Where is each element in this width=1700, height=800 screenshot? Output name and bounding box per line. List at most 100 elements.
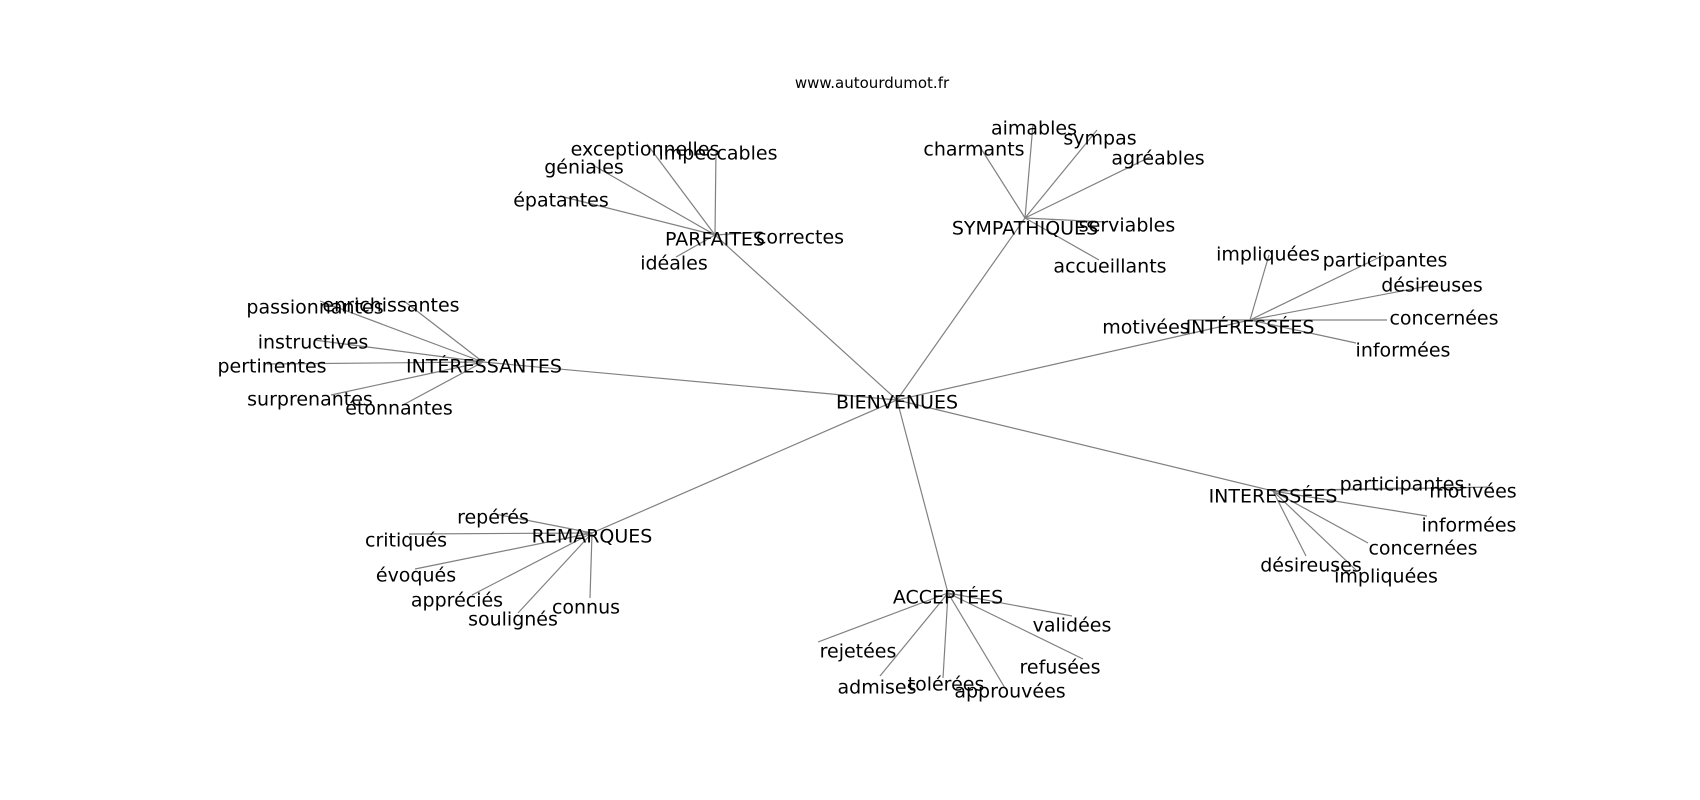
leaf-node-label: soulignés <box>468 609 558 631</box>
leaf-node-label: pertinentes <box>217 356 326 378</box>
edge-hub-to-leaf <box>589 532 593 599</box>
leaf-node-label: impliquées <box>1216 244 1320 266</box>
edge-hub-to-leaf <box>494 513 593 534</box>
edge-hub-to-leaf <box>1272 490 1307 557</box>
leaf-node-label: géniales <box>544 157 624 179</box>
edge-hub-to-leaf <box>1249 254 1385 321</box>
leaf-node-label: admises <box>838 677 917 699</box>
leaf-node-label: désireuses <box>1381 275 1483 297</box>
leaf-node-label: participantes <box>1323 250 1448 272</box>
leaf-node-label: évoqués <box>376 565 456 587</box>
edge-center-to-hub <box>896 399 1274 492</box>
edge-hub-to-leaf <box>403 300 484 363</box>
edge-hub-to-leaf <box>313 339 484 363</box>
leaf-node-label: aimables <box>991 118 1077 140</box>
edge-hub-to-leaf <box>1024 156 1151 219</box>
edge-hub-to-leaf <box>1272 490 1358 572</box>
leaf-node-label: rejetées <box>820 641 897 663</box>
leaf-node-label: concernées <box>1389 308 1498 330</box>
edge-hub-to-leaf <box>1249 284 1434 321</box>
edge-center-to-hub <box>482 361 898 401</box>
hub-node-label: SYMPATHIQUES <box>952 218 1098 240</box>
edge-hub-to-leaf <box>646 143 716 236</box>
edge-hub-to-leaf <box>517 532 593 614</box>
hub-node-label: INTÉRESSÉES <box>1186 316 1315 339</box>
leaf-node-label: motivées <box>1429 481 1516 503</box>
leaf-node-label: concernées <box>1368 538 1477 560</box>
edge-hub-to-leaf <box>1024 217 1100 261</box>
leaf-node-label: serviables <box>1079 215 1176 237</box>
leaf-node-label: motivées <box>1102 317 1189 339</box>
leaf-node-label: impliquées <box>1334 566 1438 588</box>
edge-hub-to-leaf <box>319 300 484 363</box>
edge-hub-to-leaf <box>947 592 1006 689</box>
edge-hub-to-leaf <box>947 592 1073 617</box>
leaf-node-label: validées <box>1033 615 1112 637</box>
leaf-node-label: appréciés <box>411 590 503 612</box>
edge-center-to-hub <box>896 399 949 594</box>
leaf-node-label: accueillants <box>1053 256 1166 278</box>
leaf-node-label: participantes <box>1340 474 1465 496</box>
edge-hub-to-leaf <box>675 234 716 258</box>
edge-hub-to-leaf <box>1024 129 1098 219</box>
leaf-node-label: agréables <box>1111 148 1204 170</box>
leaf-node-label: correctes <box>756 227 844 249</box>
edge-center-to-hub <box>591 399 898 534</box>
hub-node-label: PARFAITES <box>665 229 765 251</box>
leaf-node-label: exceptionnelles <box>571 139 720 161</box>
leaf-node-label: informées <box>1356 340 1451 362</box>
edge-hub-to-leaf <box>471 532 593 596</box>
edge-hub-to-leaf <box>266 361 484 365</box>
edge-center-to-hub <box>714 234 898 401</box>
leaf-node-label: sympas <box>1063 128 1136 150</box>
edge-hub-to-leaf <box>590 163 716 236</box>
leaf-node-label: refusées <box>1020 657 1101 679</box>
edge-hub-to-leaf <box>879 592 949 677</box>
edge-hub-to-leaf <box>408 532 593 535</box>
leaf-node-label: épatantes <box>513 190 609 212</box>
edge-hub-to-leaf <box>402 361 484 406</box>
graph-edges <box>266 123 1494 689</box>
edge-hub-to-leaf <box>1272 490 1369 544</box>
hub-node-label: INTÉRESSANTES <box>406 355 562 378</box>
leaf-node-label: charmants <box>923 139 1024 161</box>
edge-hub-to-leaf <box>559 195 716 236</box>
edge-hub-to-leaf <box>1272 490 1428 517</box>
edge-hub-to-leaf <box>817 592 949 643</box>
edge-hub-to-leaf <box>947 592 1084 660</box>
leaf-node-label: informées <box>1422 515 1517 537</box>
source-credit: www.autourdumot.fr <box>795 74 950 92</box>
hub-node-label: INTERESSÉES <box>1209 485 1338 508</box>
edge-center-to-hub <box>896 319 1251 401</box>
leaf-node-label: instructives <box>258 332 369 354</box>
edge-hub-to-leaf <box>1024 123 1034 219</box>
edge-center-to-hub <box>896 217 1026 401</box>
center-node-label: BIENVENUES <box>836 392 958 414</box>
edge-hub-to-leaf <box>330 361 484 396</box>
edge-hub-to-leaf <box>414 532 593 570</box>
edge-hub-to-leaf <box>1249 254 1270 321</box>
leaf-node-label: désireuses <box>1260 555 1362 577</box>
edge-hub-to-leaf <box>1024 217 1107 223</box>
edge-hub-to-leaf <box>942 592 949 679</box>
leaf-node-label: tolérées <box>908 674 985 696</box>
leaf-node-label: impeccables <box>658 143 777 165</box>
leaf-node-label: connus <box>552 597 620 619</box>
leaf-node-label: repérés <box>457 507 529 529</box>
edge-hub-to-leaf <box>1272 486 1494 492</box>
leaf-node-label: enrichissantes <box>322 295 459 317</box>
leaf-node-label: approuvées <box>954 681 1065 703</box>
leaf-node-label: étonnantes <box>345 398 453 420</box>
leaf-node-label: surprenantes <box>247 389 373 411</box>
graph-nodes: BIENVENUES PARFAITES exceptionnellesimpecc… <box>217 118 1516 703</box>
leaf-node-label: critiqués <box>365 530 447 552</box>
hub-node-label: REMARQUES <box>532 526 653 548</box>
edge-hub-to-leaf <box>714 231 763 236</box>
leaf-node-label: idéales <box>640 253 708 275</box>
leaf-node-label: passionnantes <box>246 297 383 319</box>
edge-hub-to-leaf <box>1249 319 1357 344</box>
edge-hub-to-leaf <box>714 149 717 236</box>
hub-node-label: ACCEPTÉES <box>893 586 1003 609</box>
edge-hub-to-leaf <box>979 146 1026 219</box>
